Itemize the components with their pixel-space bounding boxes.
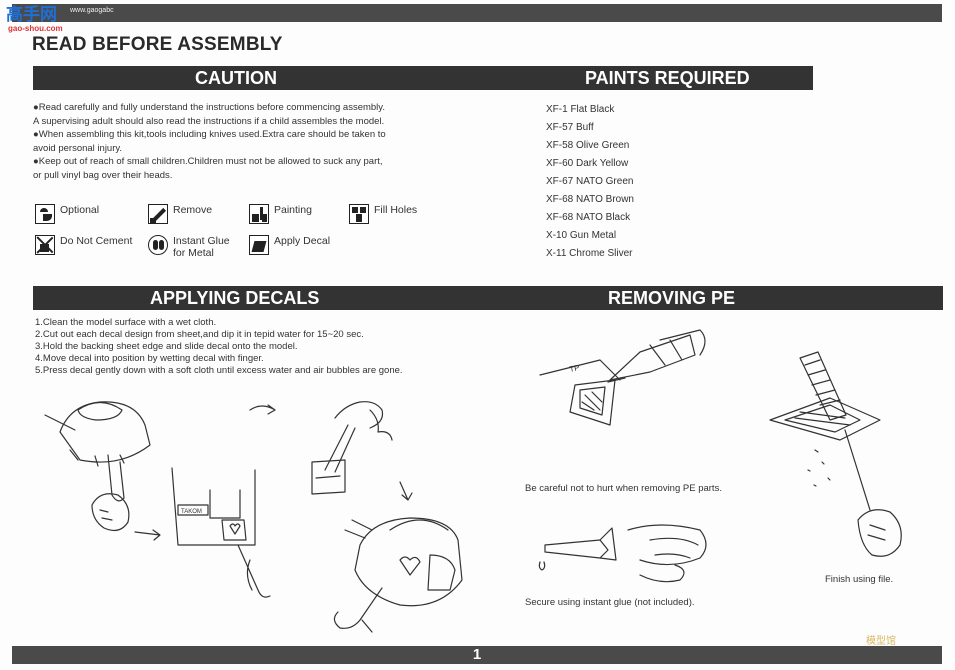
paint-item: XF-68 NATO Black — [546, 212, 631, 223]
decals-heading: APPLYING DECALS — [150, 288, 320, 308]
site-logo-subtitle: gao-shou.com — [8, 24, 63, 33]
caution-line: or pull vinyl bag over their heads. — [33, 169, 173, 181]
paint-item: X-10 Gun Metal — [546, 230, 617, 241]
decal-steps: 1.Clean the model surface with a wet clo… — [35, 317, 403, 377]
pe-caption-careful: Be careful not to hurt when removing PE … — [525, 483, 722, 494]
illustration-pe-file — [769, 351, 902, 557]
caution-line: avoid personal injury. — [33, 142, 123, 154]
watermark: 模型馆 — [866, 636, 896, 647]
illustration-pe-knife — [539, 329, 706, 426]
optional-icon — [35, 204, 55, 224]
fill-holes-icon — [349, 204, 369, 224]
paint-item: X-11 Chrome Sliver — [546, 248, 633, 259]
paint-jar-icon — [249, 204, 269, 224]
legend-fill-holes: Fill Holes — [349, 204, 417, 224]
paint-item: XF-58 Olive Green — [546, 140, 630, 151]
pe-caption-file: Finish using file. — [825, 574, 894, 585]
page-title: READ BEFORE ASSEMBLY — [32, 34, 283, 55]
illustration-decal-sheet — [171, 467, 271, 598]
legend-instant-glue: Instant Glue for Metal — [148, 235, 230, 259]
caution-line: A supervising adult should also read the… — [33, 115, 385, 127]
paints-heading: PAINTS REQUIRED — [585, 68, 750, 88]
arrow-1 — [134, 529, 161, 541]
legend-apply-decal: Apply Decal — [249, 235, 330, 255]
caution-header-bar: CAUTION PAINTS REQUIRED — [33, 66, 813, 90]
decal-step: 3.Hold the backing sheet edge and slide … — [35, 341, 298, 352]
caution-line: ●Keep out of reach of small children.Chi… — [33, 156, 383, 168]
takom-label: TAKOM — [181, 509, 202, 515]
pe-caption-glue: Secure using instant glue (not included)… — [525, 597, 695, 608]
illustration-tweezers — [311, 401, 393, 495]
decal-step: 2.Cut out each decal design from sheet,a… — [35, 329, 364, 340]
illustration-clean-turret — [44, 401, 151, 532]
tp-label: TP — [569, 363, 581, 374]
site-tag: www.gaogabc — [70, 7, 114, 14]
no-cement-icon — [35, 235, 55, 255]
glue-drop-icon — [148, 235, 168, 255]
illustration-press-decal — [333, 517, 463, 633]
caution-text: ●Read carefully and fully understand the… — [33, 101, 386, 183]
caution-line: ●Read carefully and fully understand the… — [33, 102, 385, 113]
legend-optional: Optional — [35, 204, 99, 224]
decal-icon — [249, 235, 269, 255]
paint-item: XF-67 NATO Green — [546, 176, 634, 187]
legend-remove: Remove — [148, 204, 212, 224]
caution-heading: CAUTION — [195, 68, 277, 88]
footer-bar: 1 — [12, 646, 942, 664]
pe-heading: REMOVING PE — [608, 288, 736, 308]
illustration-pe-glue — [538, 524, 707, 583]
legend-painting: Painting — [249, 204, 312, 224]
paint-item: XF-57 Buff — [546, 122, 594, 133]
knife-icon — [148, 204, 168, 224]
legend-do-not-cement: Do Not Cement — [35, 235, 132, 255]
arrow-2 — [249, 404, 276, 415]
top-bar — [12, 4, 942, 22]
arrow-3 — [399, 481, 413, 501]
paint-item: XF-68 NATO Brown — [546, 194, 634, 205]
paint-item: XF-1 Flat Black — [546, 104, 615, 115]
paints-list: XF-1 Flat Black XF-57 Buff XF-58 Olive G… — [546, 101, 634, 263]
site-logo: 高手网 — [6, 5, 57, 24]
paint-item: XF-60 Dark Yellow — [546, 158, 629, 169]
decal-step: 5.Press decal gently down with a soft cl… — [35, 365, 403, 376]
decal-step: 4.Move decal into position by wetting de… — [35, 353, 264, 364]
decals-header-bar: APPLYING DECALS REMOVING PE — [33, 286, 943, 310]
caution-line: ●When assembling this kit,tools includin… — [33, 129, 386, 141]
page-number: 1 — [472, 646, 482, 663]
decal-step: 1.Clean the model surface with a wet clo… — [35, 317, 217, 328]
